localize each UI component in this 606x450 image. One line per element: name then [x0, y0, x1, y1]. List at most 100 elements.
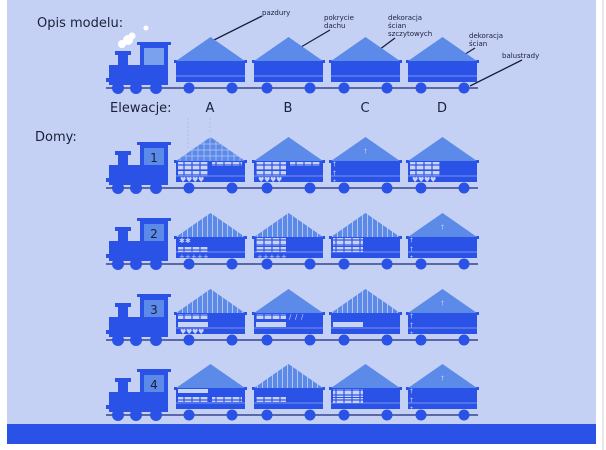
- annotation-pazdury: pazdury: [262, 9, 290, 17]
- wagon-wheel: [226, 334, 238, 346]
- house-train: 4††††: [106, 364, 479, 421]
- house-train: 2✱✱++++++++++††††: [106, 213, 479, 270]
- locomotive-wheel: [130, 182, 142, 194]
- balustrade-mark: ♥: [412, 176, 418, 184]
- balustrade-mark: /: [295, 313, 298, 321]
- locomotive-buffer: [106, 330, 112, 334]
- wagon-wheel: [458, 82, 470, 94]
- locomotive-window: [144, 375, 164, 392]
- wagon-rim: [406, 160, 479, 163]
- wall-mark: †: [410, 237, 413, 244]
- locomotive-body: [109, 65, 168, 85]
- wagon-body: [331, 161, 400, 182]
- locomotive-wheel: [112, 258, 124, 270]
- balustrade-mark: +: [203, 253, 209, 261]
- wagon-wheel: [226, 258, 238, 270]
- model-train: [106, 25, 479, 94]
- roof-mark: †: [364, 148, 367, 155]
- balustrade-mark: +: [263, 253, 269, 261]
- annotation-balustrady: balustrady: [502, 52, 539, 60]
- wagon-body: [254, 61, 323, 82]
- wall-decoration: [256, 247, 286, 252]
- locomotive-buffer: [106, 254, 112, 258]
- wagon-roof: [331, 137, 400, 161]
- smoke-puff: [128, 32, 136, 40]
- wagon-rim: [252, 236, 325, 239]
- roof-pattern: [176, 213, 245, 237]
- balustrade-mark: ✱: [185, 237, 191, 245]
- locomotive-wheel: [112, 182, 124, 194]
- wagon-rim: [174, 312, 247, 315]
- wall-decoration: [410, 162, 440, 170]
- wagon-roof: [331, 364, 400, 388]
- wall-mark: †: [410, 313, 413, 320]
- locomotive-chimney-cap: [115, 151, 131, 155]
- wagon-wheel: [338, 258, 350, 270]
- locomotive-wheel: [150, 182, 162, 194]
- locomotive-wheel: [130, 82, 142, 94]
- wagon-wheel: [226, 182, 238, 194]
- wall-mark: †: [333, 170, 336, 177]
- balustrade-mark: ♥: [198, 328, 204, 336]
- wagon-body: [408, 237, 477, 258]
- wagon-rim: [252, 160, 325, 163]
- locomotive-wheel: [130, 334, 142, 346]
- wagon-roof: [254, 37, 323, 61]
- wall-decoration: [178, 162, 208, 170]
- annotation-scian-1: ścian: [388, 22, 406, 30]
- balustrade-mark: /: [301, 313, 304, 321]
- house-number: 2: [150, 227, 158, 241]
- wagon-wheel: [183, 182, 195, 194]
- wagon-wheel: [338, 409, 350, 421]
- wagon-rim: [174, 60, 247, 63]
- roof-mark: †: [441, 224, 444, 231]
- locomotive-wheel: [112, 82, 124, 94]
- balustrade-mark: ♥: [258, 176, 264, 184]
- wagon-wheel: [261, 409, 273, 421]
- wagon-rim: [252, 60, 325, 63]
- locomotive-wheel: [130, 409, 142, 421]
- wall-decoration: [256, 314, 286, 319]
- balustrade-mark: +: [269, 253, 275, 261]
- roof-mark: †: [441, 300, 444, 307]
- roof-pattern: [331, 289, 400, 313]
- wagon-wheel: [415, 182, 427, 194]
- houses-label: Domy:: [35, 130, 77, 145]
- balustrade-mark: ♥: [192, 176, 198, 184]
- wagon-roof: [254, 137, 323, 161]
- locomotive-window: [144, 224, 164, 241]
- wagon-roof: [331, 37, 400, 61]
- locomotive-chimney-cap: [115, 378, 131, 382]
- balustrade-mark: ♥: [264, 176, 270, 184]
- wagon-body: [176, 237, 245, 258]
- wagon-roof: [176, 364, 245, 388]
- wagon-roof: [408, 364, 477, 388]
- balustrade-mark: ♥: [424, 176, 430, 184]
- wall-decoration: [256, 397, 286, 402]
- annotation-szczytowych: szczytowych: [388, 30, 432, 38]
- wagon-wheel: [261, 258, 273, 270]
- roof-pattern: [254, 364, 323, 388]
- balustrade-mark: ♥: [270, 176, 276, 184]
- balustrade-mark: ♥: [192, 328, 198, 336]
- balustrade-mark: /: [289, 313, 292, 321]
- locomotive-wheel: [150, 409, 162, 421]
- wall-decoration: [333, 247, 363, 252]
- wall-decoration: [256, 238, 286, 246]
- wagon-rim: [406, 387, 479, 390]
- wall-decoration: [290, 162, 320, 166]
- wall-decoration: [333, 389, 363, 397]
- wall-decoration: [178, 322, 208, 327]
- wagon-wheel: [458, 409, 470, 421]
- locomotive-chimney: [118, 229, 128, 243]
- wall-decoration: [178, 397, 208, 402]
- locomotive-wheel: [112, 334, 124, 346]
- roof-pattern: [331, 213, 400, 237]
- locomotive-body: [109, 241, 168, 261]
- model-heading: Opis modelu:: [37, 16, 123, 31]
- annotation-dekoracja-1: dekoracja: [388, 14, 422, 22]
- annotation-pokrycie: pokrycie: [324, 14, 354, 22]
- wagon-wheel: [458, 334, 470, 346]
- wagon-rim: [406, 312, 479, 315]
- wall-mark: †: [410, 255, 413, 262]
